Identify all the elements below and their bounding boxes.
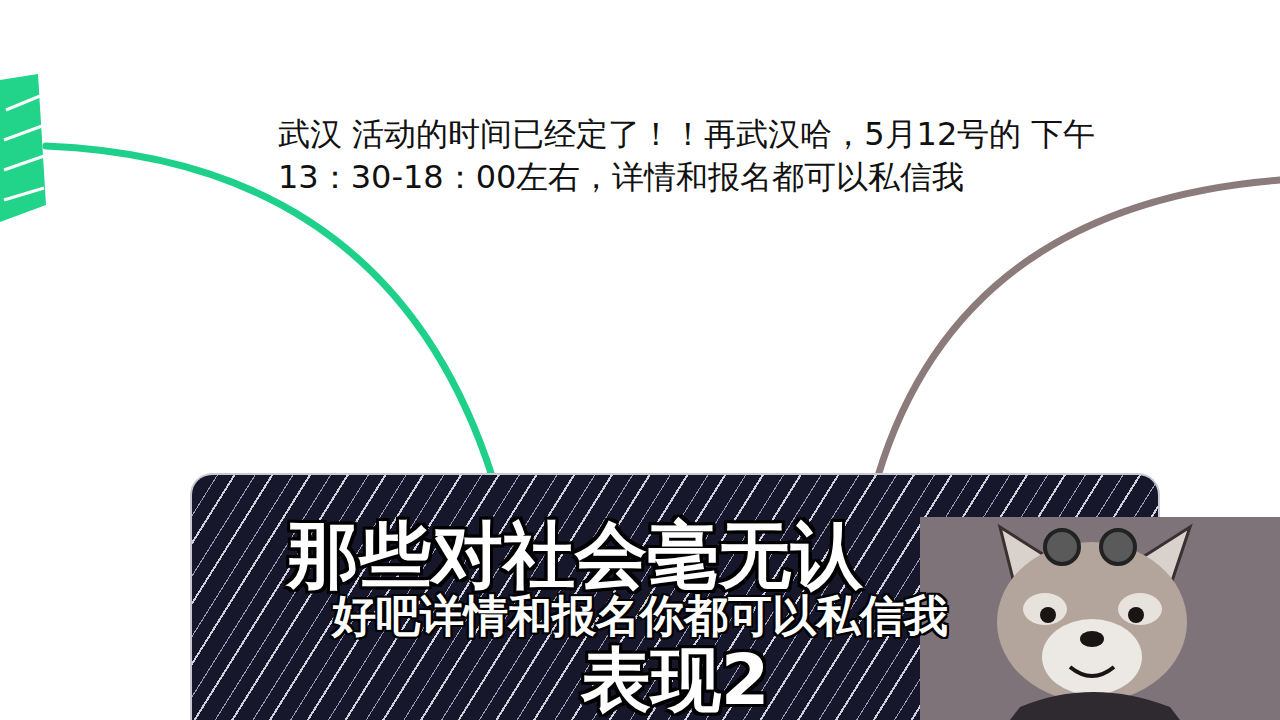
mouth xyxy=(1070,667,1114,676)
branch-line xyxy=(878,180,1280,476)
blob-hatch xyxy=(4,96,44,200)
eye-patch xyxy=(1023,593,1067,625)
announcement-note: 武汉 活动的时间已经定了！！再武汉哈，5月12号的 下午13：30-18：00左… xyxy=(278,113,1158,199)
goggle xyxy=(1045,530,1079,564)
goggle xyxy=(1101,530,1135,564)
eye xyxy=(1128,607,1144,623)
nose xyxy=(1080,631,1104,647)
head xyxy=(997,542,1187,702)
red-panda-picture xyxy=(920,517,1280,720)
eye xyxy=(1040,607,1056,623)
muzzle xyxy=(1042,619,1142,695)
eye-patch xyxy=(1118,593,1162,625)
branch-blob xyxy=(0,74,46,222)
video-subtitle: 好吧详情和报名你都可以私信我 xyxy=(290,592,990,640)
topic-title: 那些对社会毫无认 xyxy=(287,519,863,591)
photo-ground xyxy=(920,517,1280,720)
bandana xyxy=(1010,692,1180,720)
